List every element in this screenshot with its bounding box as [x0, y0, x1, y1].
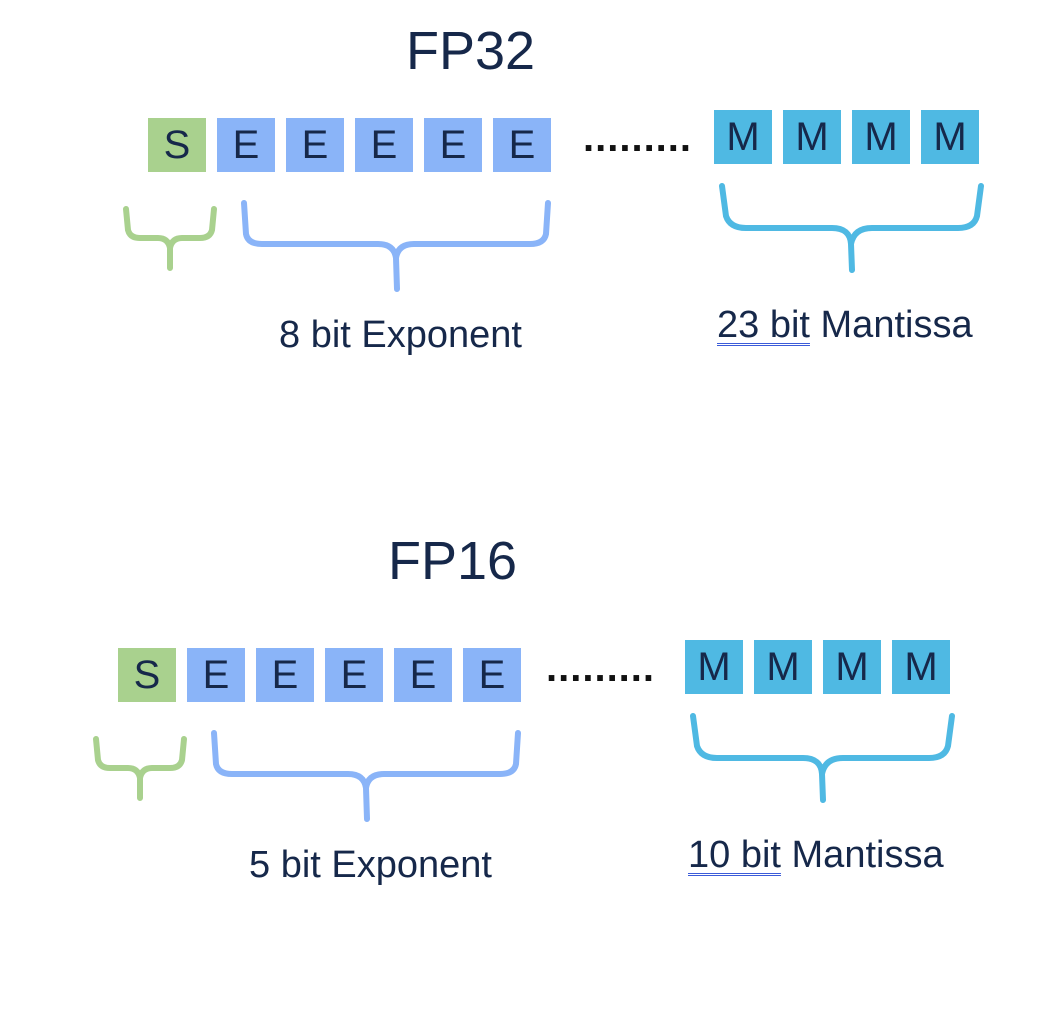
fp16-title: FP16	[388, 531, 518, 591]
sign-bit: S	[148, 118, 206, 172]
mantissa-label: 23 bit Mantissa	[717, 306, 973, 344]
mantissa-bit: M	[892, 640, 950, 694]
mantissa-label: 10 bit Mantissa	[688, 836, 944, 874]
sign-bit: S	[118, 648, 176, 702]
mantissa-bit: M	[823, 640, 881, 694]
mantissa-bit-count: 10 bit	[688, 834, 781, 876]
fp32-title: FP32	[406, 21, 536, 81]
mantissa-word: Mantissa	[809, 304, 973, 346]
mantissa-bit: M	[852, 110, 910, 164]
mantissa-brace	[690, 713, 955, 803]
exponent-brace	[211, 730, 521, 822]
mantissa-bit: M	[754, 640, 812, 694]
exponent-bit: E	[217, 118, 275, 172]
exponent-bit: E	[286, 118, 344, 172]
exponent-label: 5 bit Exponent	[249, 844, 492, 886]
ellipsis: .........	[583, 116, 693, 160]
exponent-bit: E	[325, 648, 383, 702]
exponent-bit: E	[256, 648, 314, 702]
exponent-bit: E	[187, 648, 245, 702]
exponent-bit: E	[355, 118, 413, 172]
exponent-bit: E	[493, 118, 551, 172]
sign-brace	[93, 736, 187, 801]
exponent-brace	[241, 200, 551, 292]
mantissa-bit: M	[783, 110, 841, 164]
mantissa-brace	[719, 183, 984, 273]
mantissa-word: Mantissa	[780, 834, 944, 876]
exponent-label: 8 bit Exponent	[279, 314, 522, 356]
sign-brace	[123, 206, 217, 271]
mantissa-bit: M	[685, 640, 743, 694]
exponent-bit: E	[424, 118, 482, 172]
exponent-bit: E	[463, 648, 521, 702]
mantissa-bit: M	[921, 110, 979, 164]
exponent-bit: E	[394, 648, 452, 702]
mantissa-bit: M	[714, 110, 772, 164]
mantissa-bit-count: 23 bit	[717, 304, 810, 346]
ellipsis: .........	[546, 646, 656, 690]
